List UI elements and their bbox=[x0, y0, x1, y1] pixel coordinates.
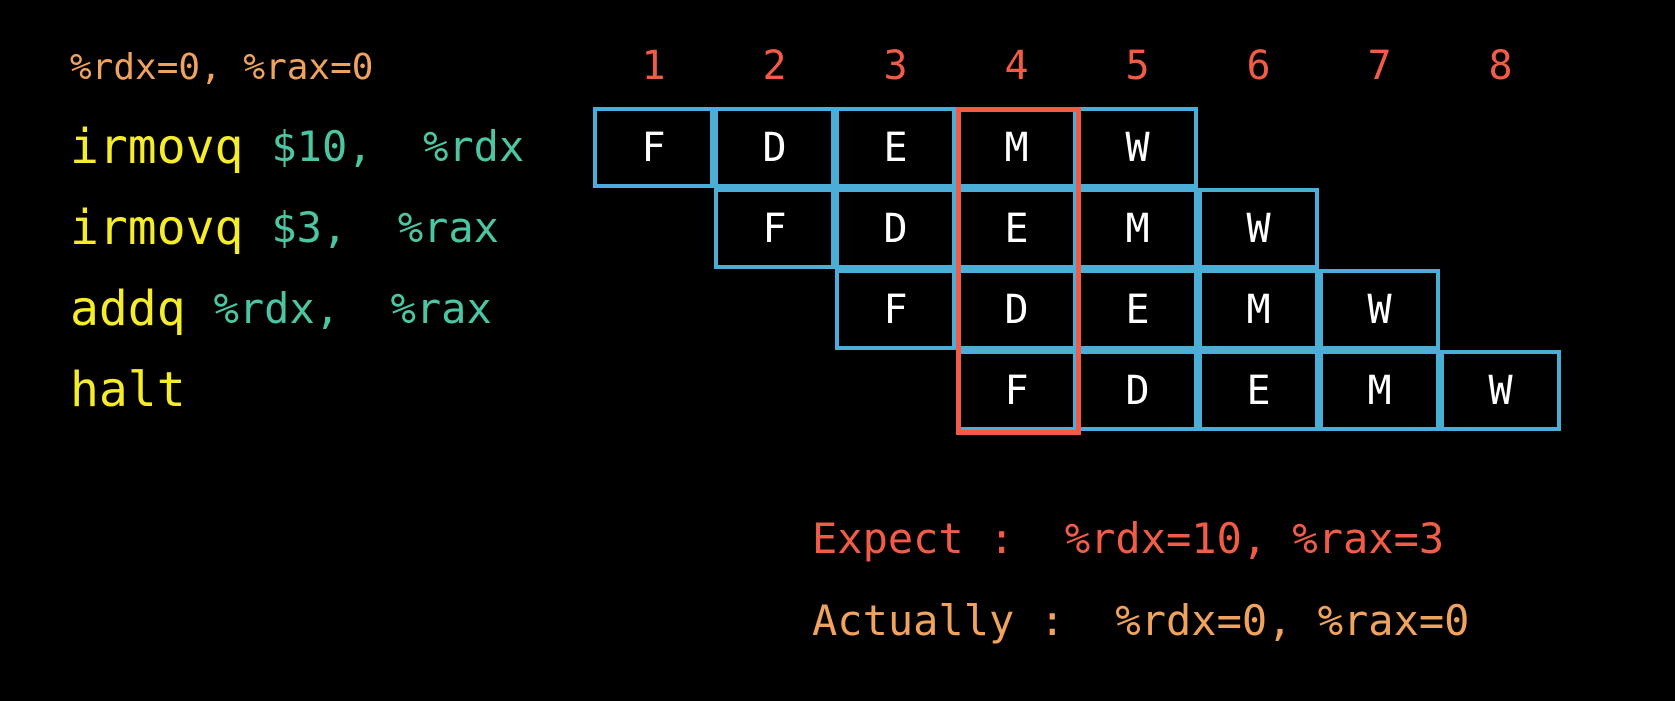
cycle-number: 8 bbox=[1488, 43, 1513, 89]
instruction-row-4: halt bbox=[70, 350, 214, 430]
pipeline-stage-cell: W bbox=[1077, 107, 1198, 188]
instruction-opcode: irmovq bbox=[70, 119, 244, 175]
pipeline-stage-cell: E bbox=[1198, 350, 1319, 431]
instruction-row-1: irmovq $10, %rdx bbox=[70, 107, 524, 187]
instruction-opcode: irmovq bbox=[70, 200, 244, 256]
instruction-row-3: addq %rdx, %rax bbox=[70, 269, 492, 349]
expected-result: Expect : %rdx=10, %rax=3 bbox=[812, 514, 1445, 563]
instruction-operands: $3, %rax bbox=[271, 203, 499, 252]
pipeline-stage-cell: D bbox=[714, 107, 835, 188]
instruction-row-2: irmovq $3, %rax bbox=[70, 188, 499, 268]
pipeline-stage-cell: F bbox=[714, 188, 835, 269]
instruction-operands: $10, %rdx bbox=[271, 122, 525, 171]
pipeline-stage-cell: D bbox=[1077, 350, 1198, 431]
pipeline-stage-cell: F bbox=[593, 107, 714, 188]
cycle-number: 5 bbox=[1125, 43, 1150, 89]
pipeline-stage-cell: F bbox=[956, 350, 1077, 431]
pipeline-stage-cell: M bbox=[1077, 188, 1198, 269]
cycle-number: 2 bbox=[762, 43, 787, 89]
pipeline-stage-cell: M bbox=[1198, 269, 1319, 350]
initial-register-state: %rdx=0, %rax=0 bbox=[70, 47, 374, 88]
pipeline-stage-cell: E bbox=[835, 107, 956, 188]
pipeline-stage-cell: W bbox=[1440, 350, 1561, 431]
pipeline-stage-cell: D bbox=[956, 269, 1077, 350]
pipeline-stage-cell: W bbox=[1198, 188, 1319, 269]
pipeline-stage-cell: E bbox=[1077, 269, 1198, 350]
cycle-number: 3 bbox=[883, 43, 908, 89]
actual-result: Actually : %rdx=0, %rax=0 bbox=[812, 596, 1470, 645]
pipeline-stage-cell: D bbox=[835, 188, 956, 269]
instruction-opcode: halt bbox=[70, 362, 186, 418]
pipeline-stage-cell: E bbox=[956, 188, 1077, 269]
cycle-number: 1 bbox=[641, 43, 666, 89]
instruction-opcode: addq bbox=[70, 281, 186, 337]
cycle-number: 6 bbox=[1246, 43, 1271, 89]
pipeline-stage-cell: W bbox=[1319, 269, 1440, 350]
cycle-number: 4 bbox=[1004, 43, 1029, 89]
pipeline-stage-cell: M bbox=[1319, 350, 1440, 431]
cycle-number: 7 bbox=[1367, 43, 1392, 89]
instruction-operands: %rdx, %rax bbox=[213, 284, 492, 333]
pipeline-stage-cell: F bbox=[835, 269, 956, 350]
pipeline-stage-cell: M bbox=[956, 107, 1077, 188]
